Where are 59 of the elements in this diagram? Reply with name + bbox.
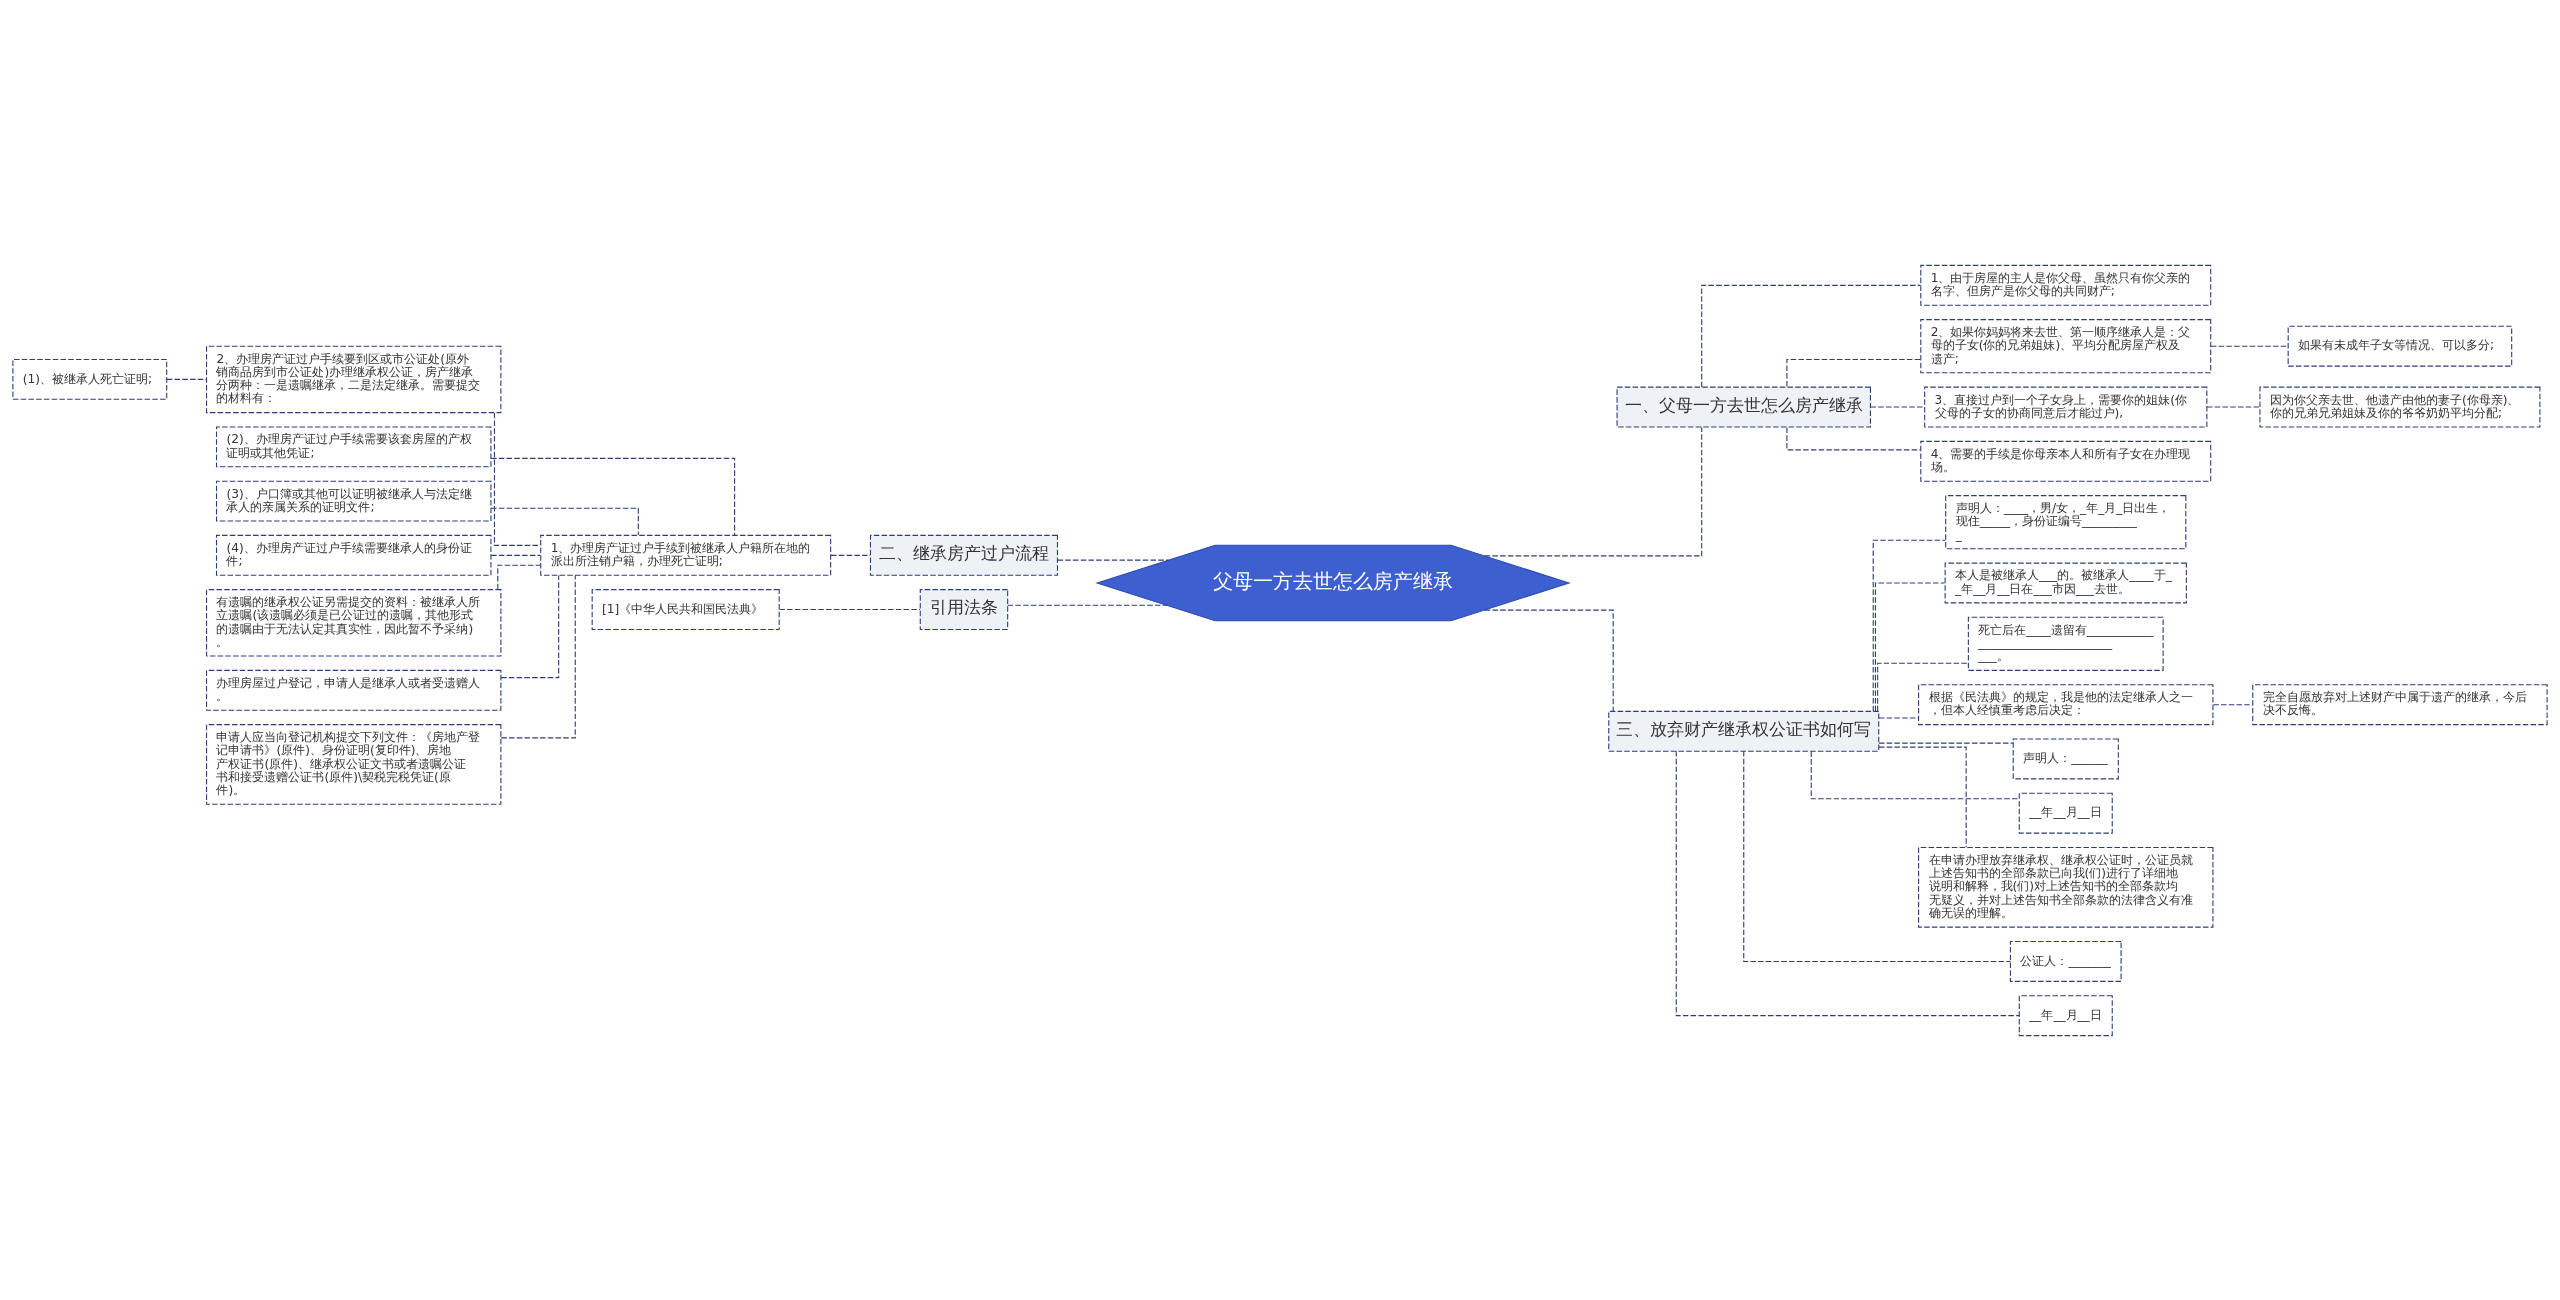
node-box: (3)、户口簿或其他可以证明被继承人与法定继承人的亲属关系的证明文件; <box>215 480 492 522</box>
connector <box>1810 750 2020 799</box>
connector <box>1786 426 1922 450</box>
connector <box>1878 716 1920 719</box>
node-box: __年__月__日 <box>2018 792 2113 834</box>
connector <box>490 554 541 556</box>
node-box: 公证人：_______ <box>2009 940 2122 982</box>
node-box: 因为你父亲去世、他遗产由他的妻子(你母亲)、你的兄弟兄弟姐妹及你的爷爷奶奶平均分配; <box>2259 386 2541 428</box>
connector <box>1878 746 1967 848</box>
node-box: 死亡后在____遗留有____________________________________。 <box>1967 616 2164 671</box>
node-box: 1、办理房产证过户手续到被继承人户籍所在地的派出所注销户籍，办理死亡证明; <box>540 534 832 576</box>
connector <box>1878 742 2014 744</box>
node-box: 在申请办理放弃继承权、继承权公证时，公证员就上述告知书的全部条款已向我(们)进行了详细地说明和解释，我(们)对上述告知书的全部条款均无疑义，并对上述告知书全部条款的法律含义有准确无误的理解。 <box>1918 846 2214 928</box>
node-box: 完全自愿放弃对上述财产中属于遗产的继承，今后决不反悔。 <box>2252 683 2548 725</box>
connector <box>1872 539 1946 712</box>
connector <box>2206 406 2261 408</box>
connector <box>1484 426 1703 556</box>
connector <box>1877 662 1969 712</box>
connector <box>1743 750 2011 962</box>
node-box: 2、如果你妈妈将来去世、第一顺序继承人是：父母的子女(你的兄弟姐妹)、平均分配房屋产权及遗产; <box>1920 318 2212 373</box>
node-box: (4)、办理房产证过户手续需要继承人的身份证件; <box>215 534 492 576</box>
connector <box>1057 559 1170 561</box>
connector <box>500 574 560 678</box>
connector <box>500 574 576 738</box>
node-box: 本人是被继承人___的。被继承人____于__年__月__日在___市因___去世。 <box>1944 562 2187 603</box>
node-box: __年__月__日 <box>2018 994 2113 1036</box>
node-box: 二、继承房产过户流程 <box>869 534 1059 576</box>
node-box: 2、办理房产证过户手续要到区或市公证处(原外销商品房到市公证处)办理继承权公证，房产继承分两种：一是遗嘱继承，二是法定继承。需要提交的材料有： <box>206 345 502 413</box>
node-box: (2)、办理房产证过户手续需要该套房屋的产权证明或其他凭证; <box>215 425 492 467</box>
connector <box>778 608 921 610</box>
node-box: 4、需要的手续是你母亲本人和所有子女在办理现场。 <box>1920 440 2212 482</box>
connector <box>1484 609 1614 712</box>
connector <box>497 564 541 590</box>
connector <box>1675 750 2020 1016</box>
node-box: 办理房屋过户登记，申请人是继承人或者受遗赠人。 <box>206 669 502 711</box>
connector <box>2212 703 2253 705</box>
connector <box>1874 581 1946 712</box>
connector <box>1701 284 1921 388</box>
node-box: 声明人：____，男/女，_年_月_日出生，现住_____，身份证编号__________ <box>1945 494 2187 549</box>
connector <box>490 457 736 536</box>
node-box: 引用法条 <box>919 588 1009 630</box>
connector <box>493 411 541 546</box>
connector <box>830 554 871 556</box>
node-box: 1、由于房屋的主人是你父母、虽然只有你父亲的名字、但房产是你父母的共同财产; <box>1920 264 2212 306</box>
node-box: 3、直接过户到一个子女身上，需要你的姐妹(你父母的子女的协商同意后才能过户), <box>1924 386 2208 428</box>
connector <box>1786 358 1922 387</box>
node-box: 有遗嘱的继承权公证另需提交的资料：被继承人所立遗嘱(该遗嘱必须是已公证过的遗嘱，其他形式的遗嘱由于无法认定其真实性，因此暂不予采纳)。 <box>206 588 502 657</box>
node-box: [1]《中华人民共和国民法典》 <box>591 588 780 630</box>
node-box: 一、父母一方去世怎么房产继承 <box>1616 386 1871 428</box>
node-box: 申请人应当向登记机构提交下列文件：《房地产登记申请书》(原件)、身份证明(复印件)、房地产权证书(原件)、继承权公证文书或者遗嘱公证书和接受遗赠公证书(原件)\契税完税凭证(原件)。 <box>206 723 502 805</box>
connector <box>1870 406 1925 408</box>
node-box: 三、放弃财产继承权公证书如何写 <box>1608 710 1880 752</box>
node-box: (1)、被继承人死亡证明; <box>12 358 168 400</box>
connector <box>2210 345 2289 347</box>
node-box: 如果有未成年子女等情况、可以多分; <box>2287 325 2513 367</box>
node-box: 声明人：______ <box>2012 737 2119 779</box>
connector <box>1007 604 1168 606</box>
connector <box>166 378 207 380</box>
node-box: 根据《民法典》的规定，我是他的法定继承人之一，但本人经慎重考虑后决定： <box>1918 683 2214 725</box>
